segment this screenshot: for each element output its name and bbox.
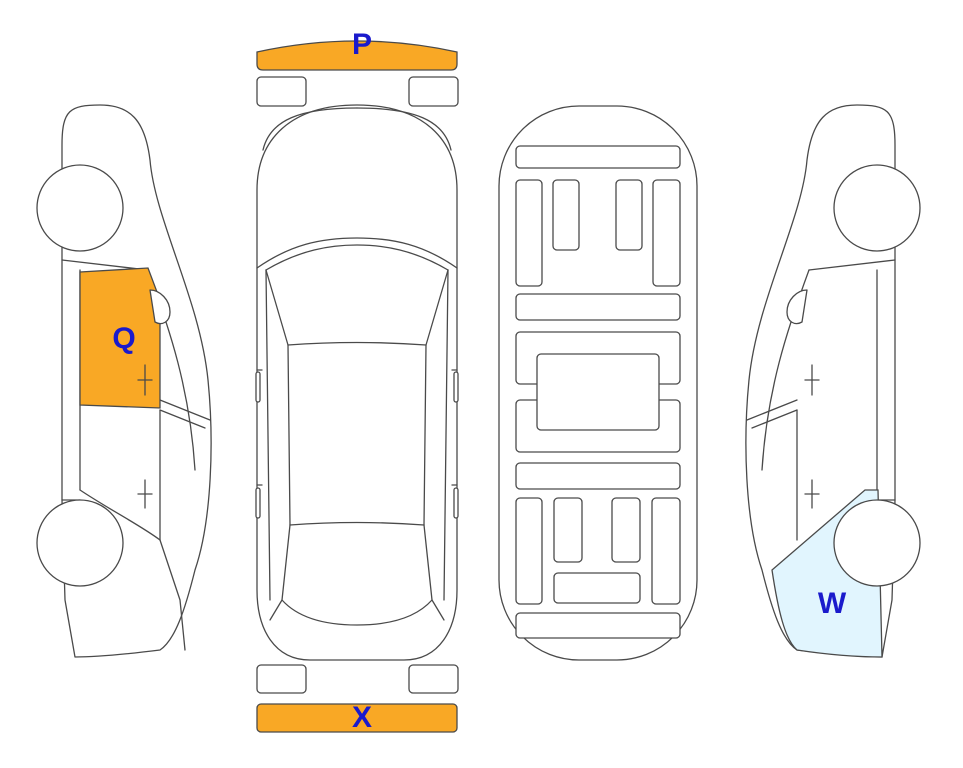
front-bumper-label: P [352, 28, 372, 61]
left-rear-wheel[interactable] [36, 164, 124, 252]
left-door-handle-rear[interactable] [137, 364, 153, 396]
left-headlight[interactable] [256, 76, 307, 107]
left-taillight[interactable] [256, 664, 307, 694]
right-front-wheel[interactable] [833, 164, 921, 252]
left-front-wheel[interactable] [36, 499, 124, 587]
left-door-handle-front[interactable] [137, 479, 153, 509]
right-door-handle-front[interactable] [804, 364, 820, 396]
car-underbody-view [498, 105, 698, 661]
right-taillight[interactable] [408, 664, 459, 694]
left-mirror[interactable] [149, 289, 171, 325]
car-top-view [255, 104, 459, 661]
rear-bumper-label: X [352, 701, 372, 734]
left-rear-door-part[interactable]: Q [79, 267, 161, 409]
right-rear-quarter-label: W [818, 587, 847, 620]
left-rear-door-label: Q [112, 322, 135, 355]
right-rear-wheel[interactable] [833, 499, 921, 587]
right-door-handle-rear[interactable] [804, 479, 820, 509]
rear-bumper-part[interactable]: X [256, 701, 458, 734]
front-bumper-part[interactable]: P [256, 28, 458, 71]
right-headlight[interactable] [408, 76, 459, 107]
right-mirror[interactable] [786, 289, 808, 325]
